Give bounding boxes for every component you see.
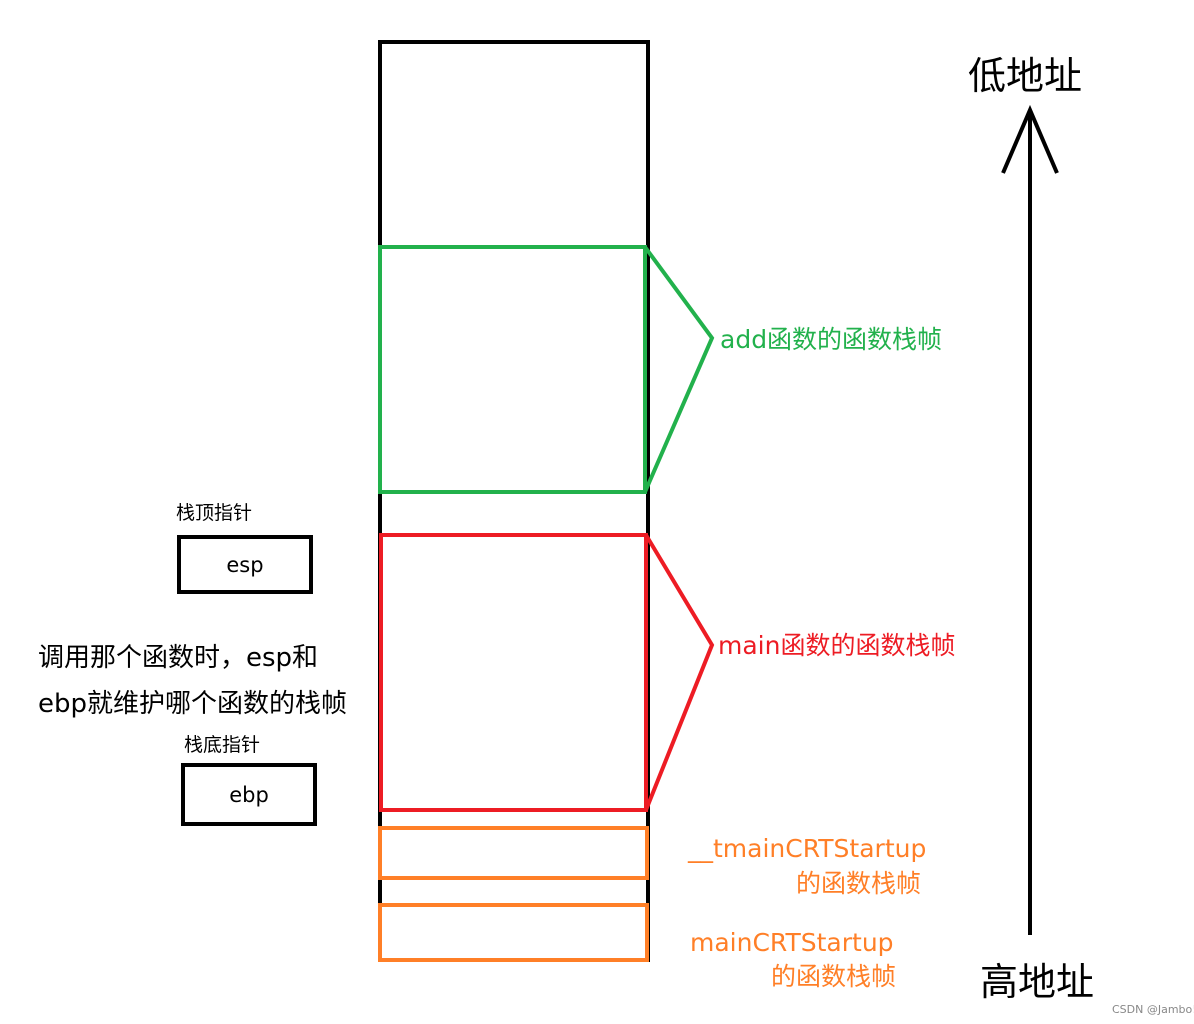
main-frame-brace [644,533,715,811]
frame-note-line2: ebp就维护哪个函数的栈帧 [38,689,348,719]
ebp-register-name: ebp [229,782,269,807]
esp-register-box: esp [177,535,313,594]
main-frame-box [379,533,648,812]
tmaincrtstartup-frame-box [378,826,649,880]
watermark: CSDN @Jambo! [1112,1003,1194,1016]
main-frame-label: main函数的函数栈帧 [718,631,956,660]
address-arrow-head [1001,104,1059,174]
tmaincrtstartup-frame-sublabel: 的函数栈帧 [796,869,922,898]
low-address-label: 低地址 [968,54,1083,98]
add-frame-brace [643,245,715,493]
add-frame-label: add函数的函数栈帧 [720,325,943,354]
frame-note-line1: 调用那个函数时，esp和 [38,643,319,673]
maincrtstartup-frame-sublabel: 的函数栈帧 [771,962,897,991]
add-frame-box [378,245,647,494]
ebp-title: 栈底指针 [184,734,261,756]
high-address-label: 高地址 [980,960,1095,1004]
tmaincrtstartup-frame-label: __tmainCRTStartup [688,834,927,863]
esp-register-name: esp [226,552,264,577]
maincrtstartup-frame-box [378,903,649,962]
ebp-register-box: ebp [181,763,317,826]
esp-title: 栈顶指针 [176,502,253,524]
stack-column [378,40,650,962]
maincrtstartup-frame-label: mainCRTStartup [690,928,894,957]
